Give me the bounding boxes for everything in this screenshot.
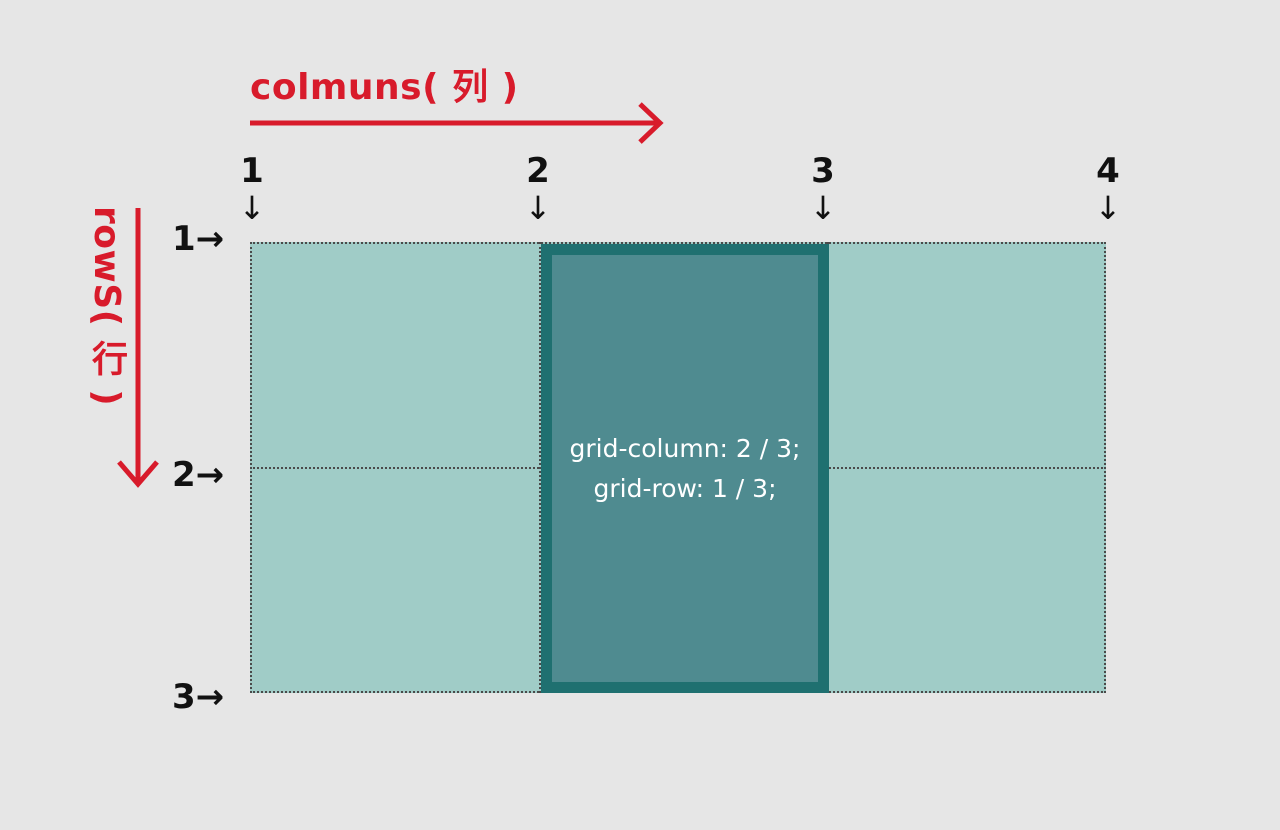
column-down-arrow-1: ↓ [238, 189, 266, 227]
row-line-number-3: 3→ [172, 677, 225, 717]
rows-label: rowS( 行 ) [86, 206, 127, 407]
column-down-arrow-3: ↓ [809, 189, 837, 227]
row-line-number-2: 2→ [172, 455, 225, 495]
column-line-number-1: 1 [240, 151, 264, 191]
grid-row-rule: grid-row: 1 / 3; [593, 473, 777, 503]
rows-direction-arrow [117, 208, 159, 488]
column-line-number-2: 2 [526, 151, 550, 191]
grid-column-rule: grid-column: 2 / 3; [569, 433, 801, 463]
column-line-number-3: 3 [811, 151, 835, 191]
column-line-number-4: 4 [1096, 151, 1120, 191]
columns-label: colmuns( 列 ) [250, 67, 519, 108]
column-down-arrow-2: ↓ [524, 189, 552, 227]
columns-direction-arrow [250, 102, 664, 144]
grid-item: grid-column: 2 / 3; grid-row: 1 / 3; [541, 244, 829, 693]
row-line-number-1: 1→ [172, 219, 225, 259]
column-down-arrow-4: ↓ [1094, 189, 1122, 227]
